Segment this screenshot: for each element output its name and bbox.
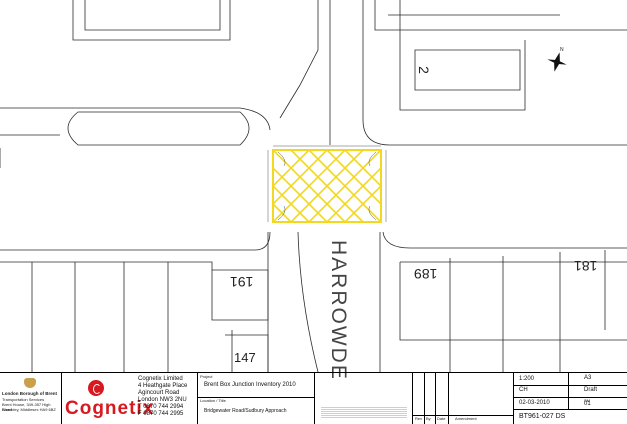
cognetix-logo-inner — [93, 384, 101, 394]
revision-header-by: By — [426, 416, 431, 421]
revision-header-date: Date — [437, 416, 446, 421]
drawn-value: CH — [519, 387, 528, 393]
revision-header-rev: Rev — [415, 416, 423, 421]
road-kerb — [0, 134, 60, 168]
property-boundary — [399, 261, 627, 341]
scale-value: 1:200 — [519, 376, 535, 382]
building-outline — [414, 49, 521, 91]
road-kerb — [382, 231, 627, 249]
company-detail-line: T 0870 744 2994 — [138, 404, 184, 410]
drawing-info-panel: 1:200 A3 CH Draft 02-03-2010 SM 01 BT961… — [514, 373, 627, 424]
status-value: Draft — [584, 387, 598, 393]
location-title: Bridgewater Road/Sudbury Approach — [204, 408, 287, 414]
council-panel: London Borough of Brent Transportation S… — [0, 373, 62, 424]
location-label: Location / Title — [200, 398, 226, 403]
corner-radius-mark — [368, 151, 377, 167]
drawing-title-block: London Borough of Brent Transportation S… — [0, 372, 627, 424]
company-logo-panel: Cognetix Cognetix Limited 4 Heathgate Pl… — [62, 373, 198, 424]
north-label: N — [560, 47, 564, 53]
project-panel: Project Brent Box Junction Inventory 201… — [198, 373, 315, 424]
company-logo-text: Cognetix — [65, 398, 155, 419]
building-outline — [388, 0, 560, 111]
box-junction-hatching — [273, 150, 381, 222]
drawing-number: BT961-027 DS — [519, 413, 566, 420]
north-arrow-icon — [547, 52, 567, 72]
building-outline — [374, 0, 627, 31]
house-number-189: 189 — [414, 266, 438, 282]
revision-panel: Rev By Date Amendment — [413, 373, 514, 424]
checked-value: SM — [584, 398, 590, 403]
company-detail-line: 4 Heathgate Place — [138, 383, 188, 389]
house-number-147: 147 — [234, 350, 256, 365]
council-crest-icon — [24, 378, 36, 388]
council-address-line: Wembley, Middlesex HA9 6BZ — [2, 407, 56, 412]
notes-text-block — [321, 406, 407, 418]
rev-value: 01 — [584, 401, 591, 407]
property-boundary — [31, 262, 169, 372]
company-detail-line: Agincourt Road — [138, 390, 180, 396]
project-label: Project — [200, 374, 213, 379]
size-value: A3 — [584, 375, 592, 381]
corner-radius-mark — [368, 205, 377, 221]
company-detail-line: F 0870 744 2995 — [138, 411, 184, 417]
notes-panel — [315, 373, 413, 424]
council-address-line: Transportation Services — [2, 397, 45, 402]
road-kerb — [362, 0, 627, 146]
council-address-line: Brent House, 349-357 High Road — [2, 402, 51, 412]
property-boundary — [449, 250, 606, 372]
road-kerb — [0, 231, 271, 251]
site-plan-map — [0, 0, 627, 372]
corner-radius-mark — [277, 205, 286, 221]
revision-header-amendment: Amendment — [455, 416, 477, 421]
project-title: Brent Box Junction Inventory 2010 — [204, 382, 296, 388]
house-number-2: 2 — [415, 66, 432, 74]
building-outline — [72, 0, 231, 41]
road-kerb — [0, 107, 271, 131]
house-number-181: 181 — [574, 258, 598, 274]
company-detail-line: London NW3 2NU — [138, 397, 187, 403]
road-kerb — [297, 231, 319, 372]
building-outline — [84, 0, 221, 31]
traffic-island — [67, 111, 250, 146]
council-name: London Borough of Brent — [2, 391, 57, 396]
road-kerb — [279, 0, 319, 119]
street-name-label: HARROWDE — [327, 240, 350, 381]
company-detail-line: Cognetix Limited — [138, 376, 183, 382]
date-value: 02-03-2010 — [519, 400, 550, 406]
corner-radius-mark — [277, 151, 286, 167]
house-number-191: 191 — [230, 274, 254, 290]
box-junction-outline — [272, 149, 382, 223]
property-boundary — [0, 261, 268, 271]
